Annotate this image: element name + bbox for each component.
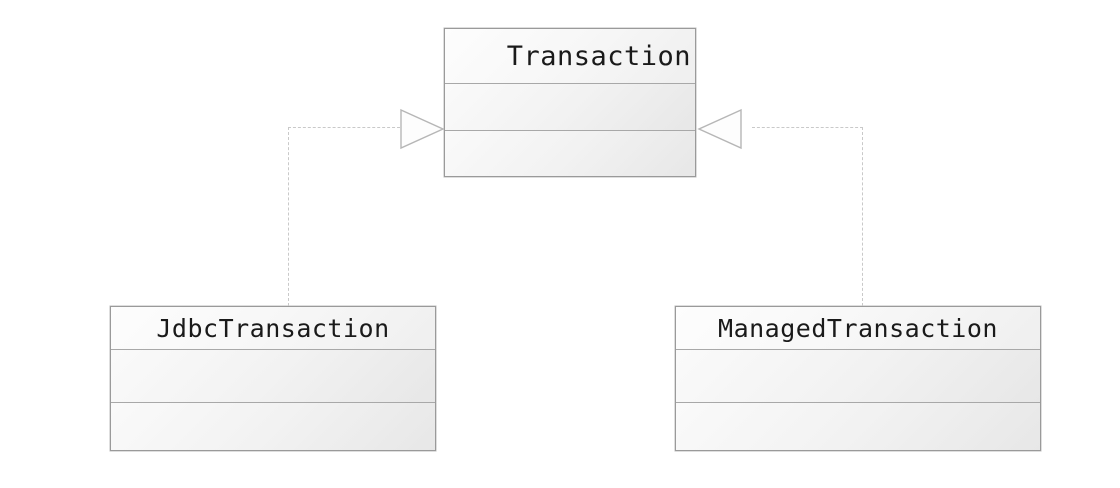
realization-managed-horizontal-segment — [752, 127, 863, 128]
uml-class-managed-transaction[interactable]: ManagedTransaction — [675, 306, 1041, 451]
uml-class-transaction-title: Transaction — [445, 29, 695, 84]
realization-jdbc-horizontal-segment — [288, 127, 400, 128]
uml-class-managed-transaction-attributes — [676, 350, 1040, 403]
uml-class-managed-transaction-operations — [676, 403, 1040, 450]
uml-class-transaction[interactable]: Transaction — [444, 28, 696, 177]
uml-class-jdbc-transaction-title: JdbcTransaction — [111, 307, 435, 350]
uml-class-transaction-operations — [445, 131, 695, 176]
uml-class-jdbc-transaction-attributes — [111, 350, 435, 403]
realization-managed-hollow-triangle-arrowhead — [697, 108, 742, 150]
realization-jdbc-hollow-triangle-arrowhead — [400, 108, 445, 150]
uml-class-jdbc-transaction[interactable]: JdbcTransaction — [110, 306, 436, 451]
uml-class-transaction-attributes — [445, 84, 695, 131]
realization-managed-vertical-segment — [862, 127, 863, 306]
realization-jdbc-vertical-segment — [288, 127, 289, 306]
uml-class-managed-transaction-title: ManagedTransaction — [676, 307, 1040, 350]
uml-class-jdbc-transaction-operations — [111, 403, 435, 450]
